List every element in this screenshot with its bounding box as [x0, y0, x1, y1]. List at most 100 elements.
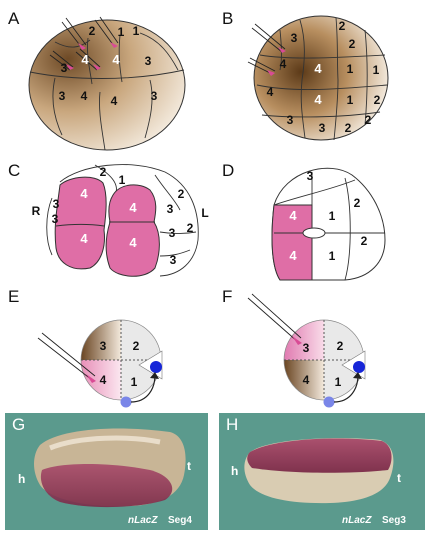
cell-numbers-d: 3 2 4 1 4 1 2 — [289, 169, 367, 263]
pink-cells-left-c — [54, 176, 107, 270]
cell-num: 3 — [145, 54, 152, 68]
quad-pink-e — [81, 360, 121, 400]
ventral-blue-dot-f — [323, 396, 335, 408]
caption-seg-h: Seg3 — [382, 515, 406, 526]
caption-gene-h: nLacZ — [342, 515, 372, 526]
cell-num: 3 — [319, 121, 326, 135]
panel-c: C 2 1 2 3 3 4 4 4 4 3 3 2 3 R L — [8, 161, 209, 277]
cell-num: 3 — [169, 226, 176, 240]
cell-num: 3 — [52, 212, 59, 226]
pink-line-left-c — [55, 224, 105, 227]
cell-num: 2 — [339, 19, 346, 33]
cell-num: 1 — [347, 62, 354, 76]
quad-brown-f — [284, 360, 324, 400]
cell-num: 3 — [291, 31, 298, 45]
cell-num: 4 — [129, 200, 137, 215]
cell-num: 1 — [335, 375, 342, 389]
panel-d: D 3 2 4 1 4 1 2 — [222, 161, 386, 281]
embryo-a — [28, 19, 186, 151]
cell-num: 2 — [349, 37, 356, 51]
cell-num: 1 — [133, 24, 140, 38]
cell-num: 2 — [337, 339, 344, 353]
cell-num: 1 — [119, 173, 126, 187]
cell-num: 2 — [89, 24, 96, 38]
panel-label-g: G — [12, 415, 25, 434]
cell-numbers-a: 2 1 1 3 4 4 3 3 4 4 3 — [59, 24, 158, 108]
cell-num: 2 — [187, 221, 194, 235]
needle-f — [247, 293, 302, 343]
cell-num: 2 — [133, 339, 140, 353]
needle-tip-e — [86, 374, 96, 383]
cell-num: 4 — [129, 235, 137, 250]
cell-num: 4 — [280, 57, 287, 71]
cell-numbers-c: 2 1 2 3 3 4 4 4 4 3 3 2 3 — [52, 165, 194, 267]
cell-num: 1 — [329, 249, 336, 263]
needle-e — [37, 332, 96, 381]
cell-outlines-a — [29, 32, 185, 151]
cell-num: 1 — [347, 93, 354, 107]
arrowhead-e — [150, 372, 159, 379]
embryo-highlight-g — [49, 435, 161, 451]
needle-tip-f — [292, 336, 302, 345]
tail-label-h: t — [397, 471, 401, 485]
pink-cells-right-c — [105, 184, 160, 277]
cell-num: 4 — [267, 85, 274, 99]
cell-numbers-e: 3 2 4 1 — [100, 339, 140, 389]
panel-label-h: H — [226, 415, 238, 434]
arrowhead-f — [353, 372, 362, 379]
panel-label-a: A — [8, 9, 20, 28]
panel-label-e: E — [8, 287, 19, 306]
cell-num: 4 — [81, 89, 88, 103]
panel-label-d: D — [222, 161, 234, 180]
cell-num: 2 — [354, 196, 361, 210]
dorsal-blue-dot-e — [150, 361, 162, 373]
cell-num: 3 — [151, 89, 158, 103]
cell-num: 3 — [167, 202, 174, 216]
quad-brown-e — [81, 320, 121, 360]
caption-gene-g: nLacZ — [128, 515, 158, 526]
embryo-b — [253, 15, 389, 141]
cell-num: 2 — [345, 121, 352, 135]
panel-g: G h t nLacZ Seg4 — [5, 413, 208, 530]
side-label-l: L — [201, 206, 208, 220]
panel-e: E 3 2 4 1 — [8, 287, 163, 408]
cell-num: 3 — [303, 341, 310, 355]
embryo-stain-h — [247, 438, 392, 473]
cell-num: 4 — [100, 373, 107, 387]
embryo-stain-g — [40, 464, 173, 508]
tail-label-g: t — [187, 459, 191, 473]
panel-label-f: F — [222, 287, 232, 306]
quad-pink-f — [284, 320, 324, 360]
panel-label-b: B — [222, 9, 233, 28]
cell-num: 4 — [314, 92, 322, 107]
cell-num: 3 — [59, 89, 66, 103]
panel-h: H h t nLacZ Seg3 — [219, 413, 425, 530]
side-label-r: R — [32, 204, 41, 218]
cell-num: 4 — [289, 208, 297, 223]
needles-a — [49, 16, 119, 71]
cell-num: 3 — [61, 61, 68, 75]
ventral-blue-dot-e — [120, 396, 132, 408]
cell-num: 1 — [118, 25, 125, 39]
panel-b: B 2 3 2 4 4 1 1 4 4 1 2 — [222, 9, 389, 141]
head-label-h: h — [231, 464, 238, 478]
cell-num: 3 — [307, 169, 314, 183]
needle-tips-b — [267, 47, 286, 76]
cell-num: 3 — [287, 113, 294, 127]
cell-num: 4 — [111, 94, 118, 108]
head-label-g: h — [18, 472, 25, 486]
cell-num: 2 — [178, 187, 185, 201]
cell-num: 4 — [314, 61, 322, 76]
needles-b — [247, 23, 286, 75]
pink-half-d — [271, 204, 313, 281]
blastopore-d — [302, 227, 326, 239]
cell-num: 4 — [289, 248, 297, 263]
cell-num: 3 — [100, 339, 107, 353]
caption-seg-g: Seg4 — [168, 515, 192, 526]
cell-numbers-f: 3 2 4 1 — [303, 339, 344, 389]
cell-num: 3 — [53, 197, 60, 211]
cell-outlines-b — [256, 17, 388, 141]
cell-num: 4 — [81, 52, 89, 67]
cell-num: 2 — [361, 234, 368, 248]
